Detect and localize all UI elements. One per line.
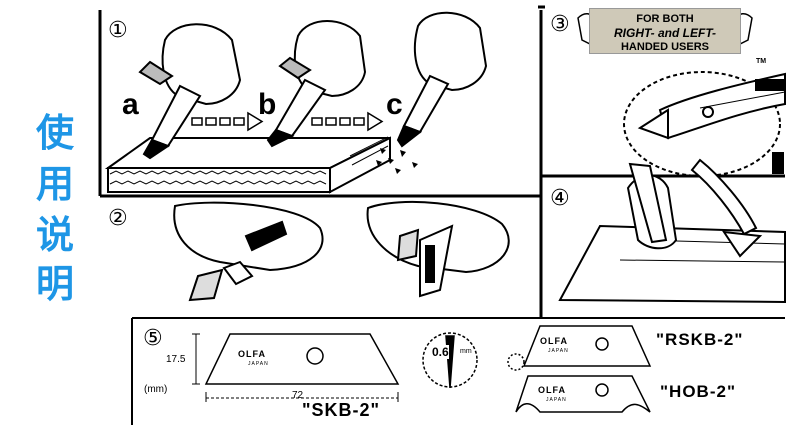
board-drawing [104,136,391,194]
title-char-3: 说 [35,213,74,257]
skb2-blade-drawing [192,333,400,402]
trademark-mark: TM [756,58,767,65]
badge-line-1: FOR BOTH [636,13,694,25]
title-char-2: 用 [35,162,74,206]
title-char-1: 使 [35,111,74,155]
step1-letter-c: c [386,88,403,121]
badge-line-3: HANDED USERS [620,41,709,53]
skb2-unit-label: (mm) [144,384,168,395]
skb2-brand: OLFA [238,349,266,359]
step3-cutter [623,71,786,177]
cutter-hand-b [266,20,367,148]
skb2-width-label: 72 [292,390,304,401]
hob2-blade-drawing [515,375,651,413]
step1-letter-b: b [258,88,277,121]
hob2-model-label: "HOB-2" [660,382,737,401]
snap-hands-left [173,201,324,302]
skb2-origin: JAPAN [248,361,269,367]
badge-line-2: RIGHT- and LEFT- [614,26,716,40]
skb2-model-label: "SKB-2" [302,400,381,420]
step1-letter-a: a [122,88,139,121]
step3-marker [772,152,784,174]
step-5-number: ⑤ [143,326,163,351]
rskb2-brand: OLFA [540,336,568,346]
step-4-number: ④ [550,186,570,211]
thickness-diagram [422,332,478,389]
rskb2-model-label: "RSKB-2" [656,330,744,349]
step4-drawing [558,158,786,304]
handedness-badge: FOR BOTH RIGHT- and LEFT- HANDED USERS [589,8,741,54]
hob2-brand: OLFA [538,385,566,395]
step-1-number: ① [108,18,128,43]
step-3-number: ③ [550,12,570,37]
title-char-4: 明 [35,262,74,306]
cutter-hand-c [396,11,488,148]
rskb2-blade-drawing [507,325,652,371]
rskb2-origin: JAPAN [548,348,569,354]
thickness-unit: mm [460,348,472,355]
snap-hands-right [366,200,510,298]
step-2-number: ② [108,206,128,231]
panel-frame-lines [98,5,785,425]
thickness-value: 0.6 [432,345,449,359]
motion-arrows [191,111,384,132]
blade-fragments [376,148,418,174]
cutter-hand-a [138,23,242,160]
skb2-height-label: 17.5 [166,354,186,365]
hob2-origin: JAPAN [546,397,567,403]
